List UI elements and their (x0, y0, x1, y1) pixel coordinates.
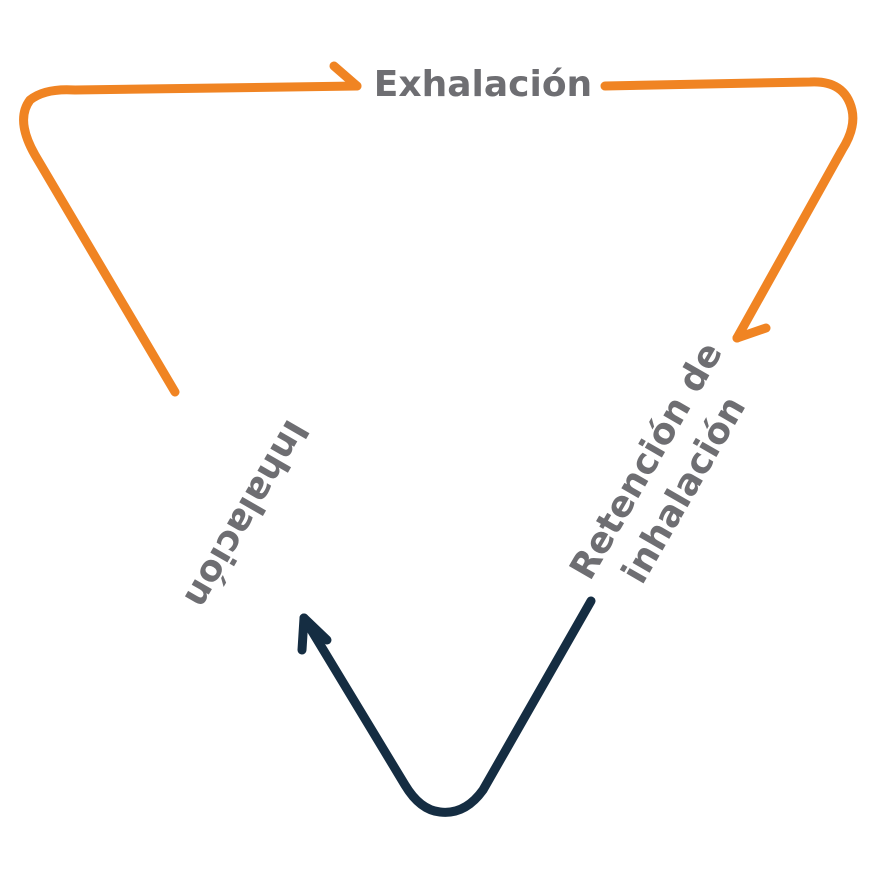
exhalation-arrowhead (329, 61, 362, 91)
inhalation-arrow-path (299, 596, 596, 817)
label-exhalacion: Exhalación (374, 64, 592, 105)
exhalation-arrow-path (19, 81, 362, 397)
retention-arrow-path (600, 77, 858, 343)
retention-arrowhead (732, 323, 771, 343)
label-inhalacion: Inhalación (176, 413, 316, 615)
inhalation-arrowhead (297, 613, 332, 655)
